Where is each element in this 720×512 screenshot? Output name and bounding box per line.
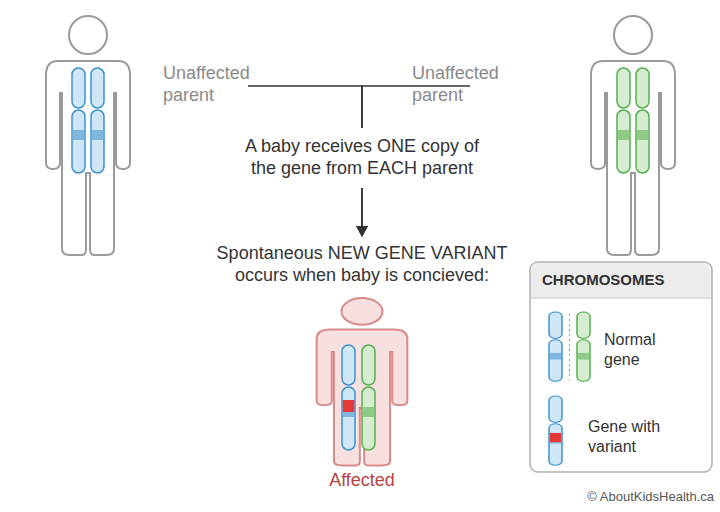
legend-header [531, 263, 711, 298]
legend-box [530, 262, 712, 472]
figure-label: Affected [290, 470, 434, 492]
legend-text: Normal gene [604, 330, 664, 369]
parent-figure [46, 16, 130, 255]
chromosome [72, 68, 85, 173]
legend-sample [577, 312, 590, 381]
chromosome [342, 345, 355, 450]
chromosome [549, 312, 562, 381]
caption-text: Spontaneous NEW GENE VARIANT occurs when… [192, 243, 532, 287]
figure-label: Unaffected parent [163, 63, 273, 107]
figure-node: Unaffected parent [470, 10, 710, 260]
legend-heading: CHROMOSOMES [542, 271, 707, 289]
variant-band [343, 400, 355, 412]
legend-text: Gene with variant [588, 417, 688, 456]
legend-frame [530, 262, 712, 472]
chromosome [549, 396, 562, 465]
chromosome [577, 312, 590, 381]
copyright-note: © AboutKidsHealth.ca [500, 489, 714, 505]
legend-sample [549, 312, 562, 381]
dotted-separator [569, 314, 570, 380]
chromosome [91, 68, 104, 173]
figure-label: Unaffected parent [412, 63, 522, 107]
legend-divider [531, 298, 711, 299]
figure-node: Unaffected parent [10, 10, 248, 260]
baby-figure [317, 298, 408, 465]
inheritance-connector [248, 86, 362, 236]
figure-outline [317, 298, 408, 465]
caption-text: A baby receives ONE copy of the gene fro… [222, 136, 502, 180]
chromosome [636, 68, 649, 173]
inheritance-connector [362, 86, 470, 236]
chromosome [362, 345, 375, 450]
variant-band [550, 433, 562, 442]
parent-figure [591, 16, 675, 255]
chromosome [617, 68, 630, 173]
figure-outline [591, 16, 675, 255]
legend-sample [549, 396, 562, 465]
figure-outline [46, 16, 130, 255]
